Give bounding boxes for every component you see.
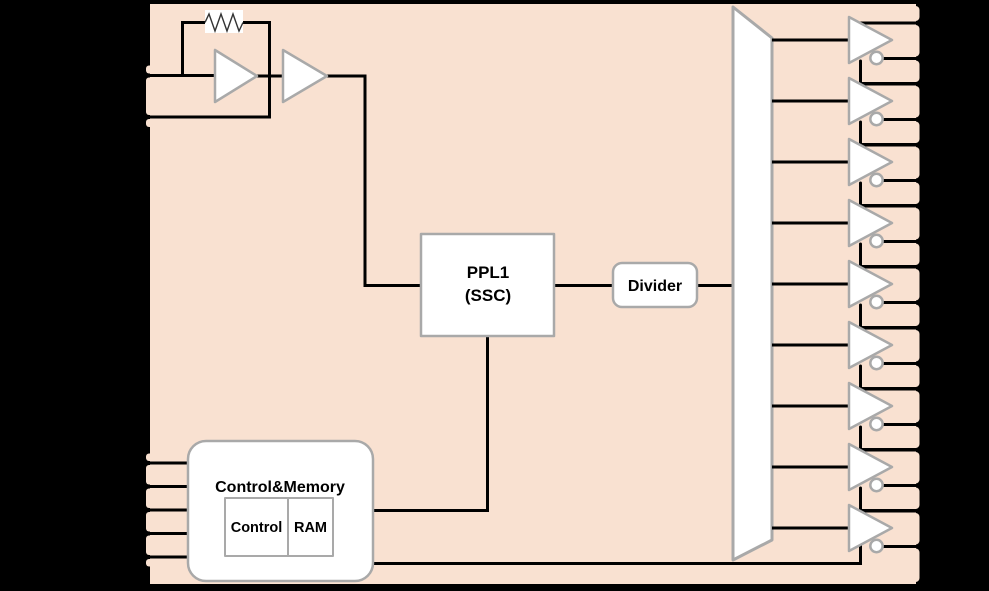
output-mux-trapezoid [731, 5, 774, 562]
output-buffer-group [772, 198, 923, 268]
control-pin-wires [142, 461, 192, 559]
divider-box [611, 261, 699, 309]
inverter-bubble-icon [869, 172, 884, 188]
pll-label-line1: PPL1 [467, 263, 510, 282]
input-pin-tab [146, 512, 158, 532]
ram-subblock [287, 497, 334, 557]
buffer-amp-icon [847, 381, 894, 431]
output-pin-tab [899, 330, 920, 362]
inverter-bubble-icon [869, 50, 884, 66]
divider-label: Divider [628, 278, 682, 295]
pll-label-line2: (SSC) [465, 286, 511, 305]
buffer-amp-icon [847, 137, 894, 187]
wire-pll-to-control [372, 335, 489, 512]
input-pin-tab [146, 119, 158, 127]
ram-subblock-label: RAM [294, 520, 327, 536]
control-memory-title: Control&Memory [215, 479, 345, 496]
feedback-resistor-icon [204, 11, 244, 34]
output-pin-tab [899, 304, 920, 326]
inverter-bubble-icon [869, 538, 884, 554]
output-pin-tab [899, 269, 920, 301]
input-pin-tab [146, 535, 158, 555]
control-memory-block: Control&Memory Control RAM [186, 439, 375, 583]
input-pin-tab [146, 65, 158, 74]
output-pin-tab [899, 365, 920, 387]
output-pin-tab [899, 513, 920, 545]
buffer-amp-icon [847, 259, 894, 309]
input-pin-tab [146, 559, 158, 567]
output-buffer-group [772, 76, 923, 146]
control-subblock-label: Control [231, 520, 283, 536]
output-buffers [371, 15, 923, 565]
inverter-bubble-icon [869, 233, 884, 249]
output-pin-tab [899, 391, 920, 423]
left-pin-tabs [146, 65, 158, 567]
output-pin-tab [899, 121, 920, 143]
pll-block: PPL1 (SSC) [419, 232, 556, 338]
buffer-amp-icon [847, 15, 894, 65]
input-pin-tab [146, 453, 158, 461]
output-pin-tab [899, 147, 920, 179]
buffer-amp-icon [847, 320, 894, 370]
inverter-bubble-icon [869, 355, 884, 371]
output-pin-tab [899, 208, 920, 240]
input-pin-tab [146, 488, 158, 508]
output-buffer-group [772, 137, 923, 207]
buffer-amp-icon [847, 76, 894, 126]
output-buffer-group [772, 320, 923, 390]
right-pin-tabs [899, 6, 920, 582]
input-pin-tab [146, 465, 158, 485]
wire-feedback-left [181, 21, 206, 77]
output-pin-tab [899, 25, 920, 57]
wire-feedback-right [242, 21, 271, 119]
buffer-amp-icon [847, 198, 894, 248]
inverter-bubble-icon [869, 477, 884, 493]
output-pin-tab [899, 548, 920, 582]
output-pin-tab [899, 426, 920, 448]
inverter-bubble-icon [869, 416, 884, 432]
inverter-bubble-icon [869, 294, 884, 310]
wire-control-to-last-buffer [371, 544, 862, 565]
buffer-amp-icon [847, 442, 894, 492]
output-buffer-group [371, 503, 923, 565]
wire-osc-to-pll [325, 74, 421, 287]
input-buffer-amp-icon [281, 48, 329, 104]
output-pin-tab [899, 243, 920, 265]
divider-block: Divider [611, 261, 699, 309]
output-buffer-group [772, 259, 923, 329]
output-pin-tab [899, 182, 920, 204]
output-pin-tab [899, 487, 920, 509]
inverter-bubble-icon [869, 111, 884, 127]
pll-box [419, 232, 556, 338]
crystal-oscillator [204, 10, 329, 104]
wires [142, 21, 734, 512]
output-pin-tab [899, 86, 920, 118]
buffer-amp-icon [847, 503, 894, 553]
output-pin-tab [899, 6, 920, 21]
output-pin-tab [899, 60, 920, 82]
input-pin-tab [146, 77, 158, 115]
oscillator-amp-icon [213, 48, 259, 104]
output-pin-tab [899, 452, 920, 484]
